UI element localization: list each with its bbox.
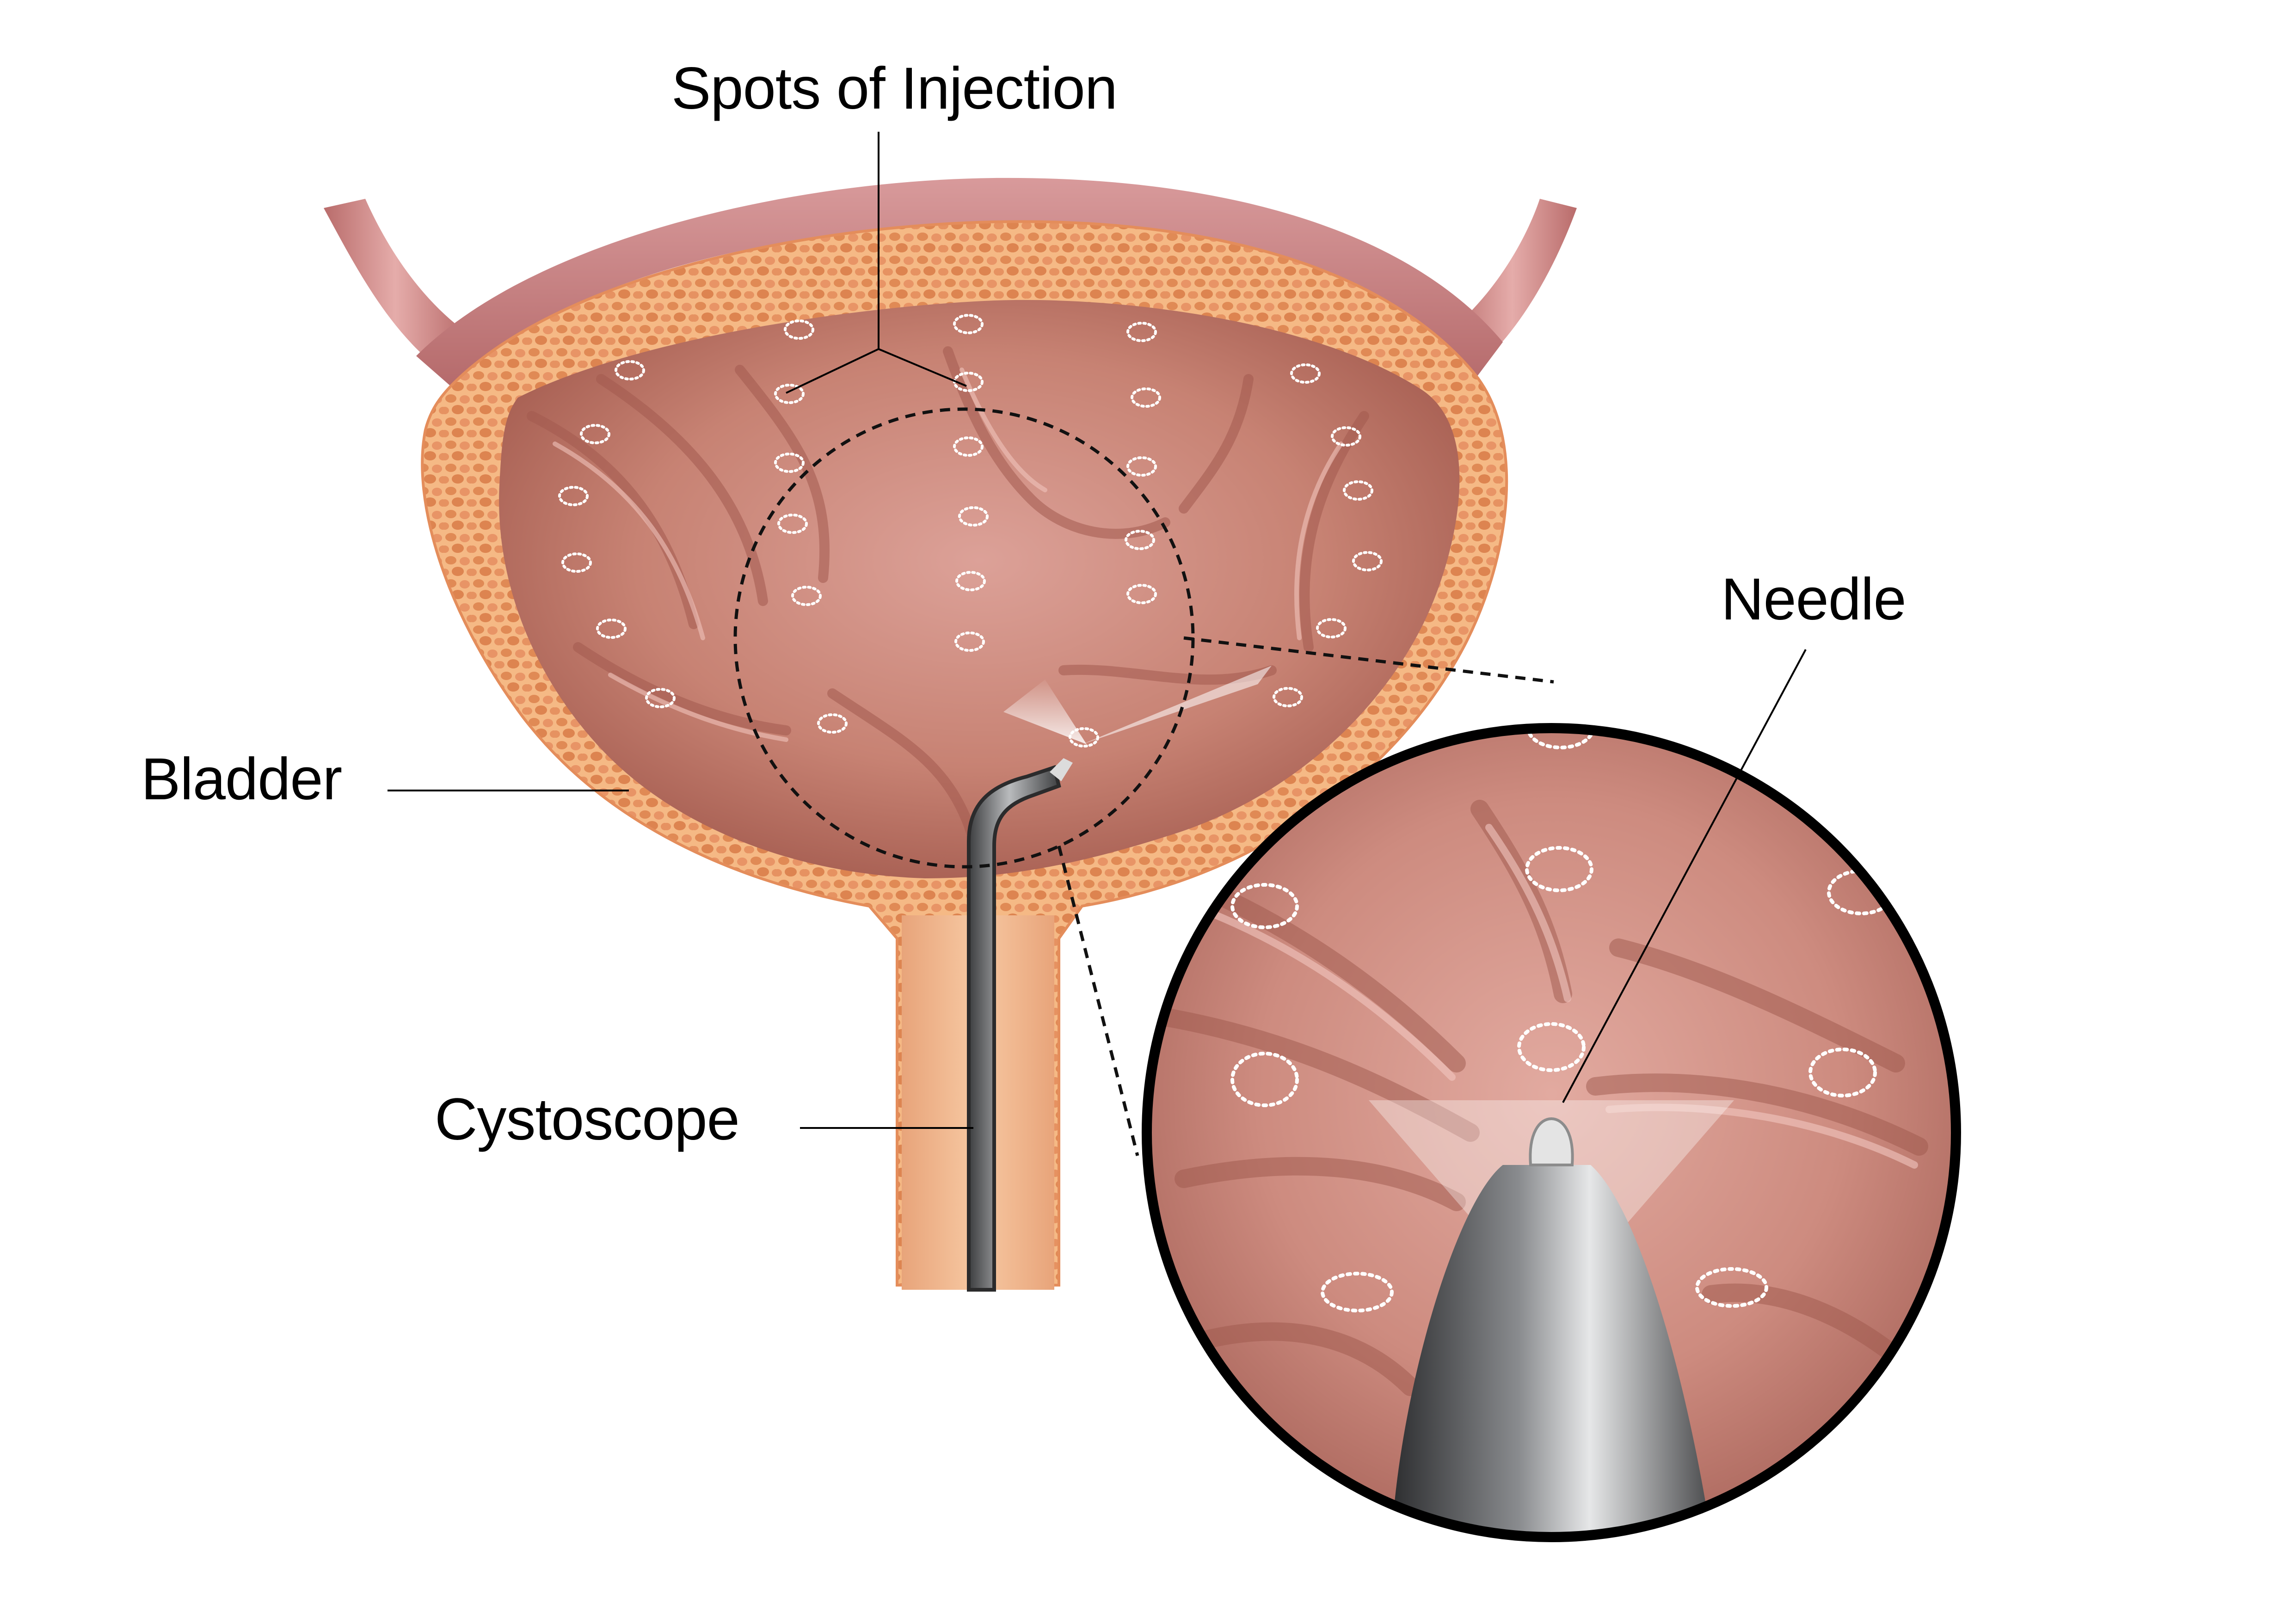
needle-label: Needle [1721,566,1907,632]
injection-spot [1273,687,1303,707]
injection-spots-zoom [1230,728,1895,1312]
spots-of-injection-label: Spots of Injection [671,55,1118,122]
magnification-region [733,407,1554,1156]
injection-spot [1126,584,1157,604]
leader-lines [387,132,1807,1129]
injection-spot [1125,530,1155,550]
cystoscope [967,666,1272,1292]
injection-spot [774,384,805,404]
injection-spot [561,552,592,573]
injection-spot [1517,1022,1586,1072]
bladder-label: Bladder [141,746,342,812]
needle-leader-line [1562,649,1807,1103]
injection-spot [615,360,645,380]
injection-spot [580,424,610,444]
injection-spots-bladder [558,314,1383,748]
needle-tip-icon [1529,1117,1574,1166]
injection-spot [645,688,676,708]
injection-spot [1331,426,1361,447]
injection-spot [1343,480,1373,501]
injection-spot [784,319,814,340]
injection-spot [596,619,627,639]
injection-spot [774,453,805,473]
left-ureter [324,199,467,365]
injection-spot [955,571,986,591]
spots-leader-line [786,132,967,394]
zoom-inset [1142,723,1961,1542]
injection-spot [791,586,822,606]
injection-spot [1526,728,1595,749]
injection-spot [1126,322,1157,342]
injection-spot [953,436,984,457]
injection-spot [1290,363,1321,384]
injection-spot [1808,1048,1877,1097]
injection-spot [1321,1272,1394,1312]
injection-spot [1131,387,1161,408]
injection-spot [1352,551,1383,571]
injection-spot [958,506,989,527]
zoom-inset-frame [1142,723,1961,1542]
injection-spot [777,514,808,534]
injection-spot [954,631,985,652]
cystoscope-label: Cystoscope [435,1086,740,1152]
injection-spot [953,314,984,334]
injection-spot [1525,846,1593,892]
bladder-outer-membrane [416,178,1503,388]
injection-spot [558,486,589,506]
injection-spot [1126,456,1157,477]
injection-spot [1316,618,1347,638]
injection-spot [1695,1267,1768,1308]
injection-spot [1230,1052,1299,1107]
injection-spot [1230,883,1299,929]
injection-spot [817,713,848,734]
